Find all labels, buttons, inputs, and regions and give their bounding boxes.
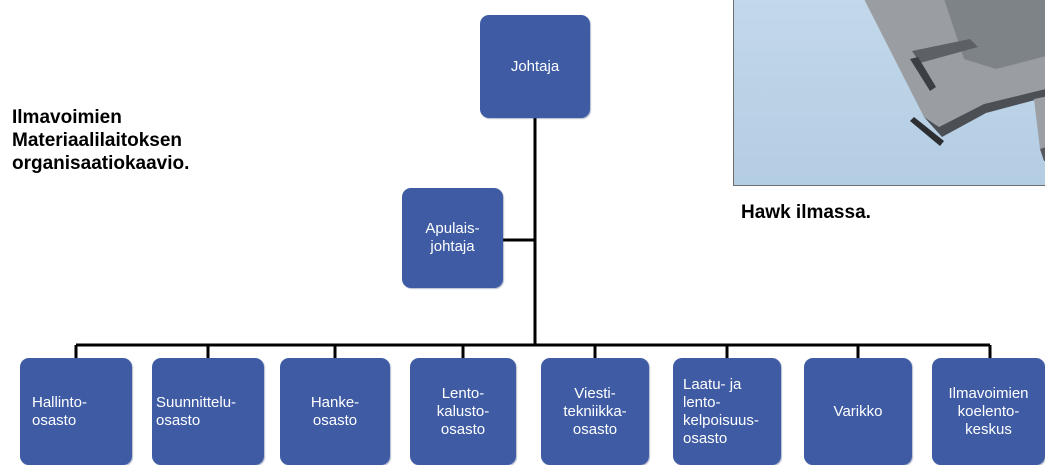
- org-node-department: Laatu- ja lento- kelpoisuus- osasto: [673, 358, 781, 465]
- org-node-department: Varikko: [804, 358, 912, 465]
- org-node-department: Lento- kalusto- osasto: [410, 358, 516, 465]
- org-node-department-label: Ilmavoimien koelento- keskus: [948, 384, 1029, 438]
- org-node-deputy-director-label: Apulais- johtaja: [425, 220, 480, 255]
- org-node-deputy-director: Apulais- johtaja: [402, 188, 503, 288]
- org-node-department-label: Suunnittelu- osasto: [156, 393, 237, 429]
- org-node-department-label: Hallinto- osasto: [32, 393, 88, 429]
- org-node-department-label: Varikko: [833, 402, 883, 420]
- org-node-director-label: Johtaja: [510, 57, 560, 75]
- org-node-department: Suunnittelu- osasto: [152, 358, 264, 465]
- hawk-aircraft-photo: [733, 0, 1045, 186]
- org-node-department: Viesti- tekniikka- osasto: [541, 358, 649, 465]
- org-chart-caption: Ilmavoimien Materiaalilaitoksen organisa…: [12, 107, 190, 174]
- org-node-department: Hanke- osasto: [280, 358, 390, 465]
- org-node-department-label: Lento- kalusto- osasto: [436, 384, 490, 438]
- org-node-department-label: Laatu- ja lento- kelpoisuus- osasto: [683, 375, 759, 447]
- org-node-department: Ilmavoimien koelento- keskus: [932, 358, 1045, 465]
- org-node-director: Johtaja: [480, 15, 590, 118]
- org-node-department-label: Viesti- tekniikka- osasto: [563, 384, 627, 438]
- hawk-aircraft-illustration: [864, 0, 1045, 161]
- photo-caption: Hawk ilmassa.: [741, 202, 871, 223]
- org-node-department-label: Hanke- osasto: [310, 393, 360, 429]
- org-node-department: Hallinto- osasto: [20, 358, 132, 465]
